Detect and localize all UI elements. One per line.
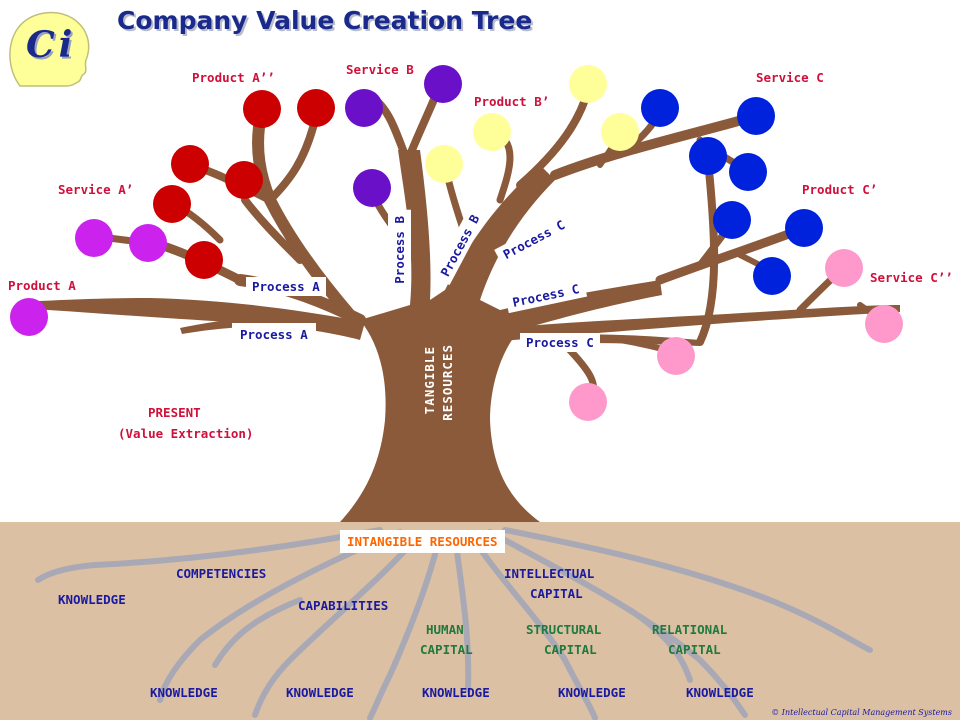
fruit-product-a bbox=[10, 298, 48, 336]
label-knowledge-left: KNOWLEDGE bbox=[58, 592, 126, 607]
label-knowledge-bottom-4: KNOWLEDGE bbox=[558, 685, 626, 700]
branches-right-upper bbox=[550, 106, 886, 404]
label-product-a: Product A bbox=[8, 278, 76, 293]
fruit-red-1 bbox=[185, 241, 223, 279]
fruit-red-3 bbox=[171, 145, 209, 183]
label-knowledge-bottom-5: KNOWLEDGE bbox=[686, 685, 754, 700]
label-structural-capital: CAPITAL bbox=[544, 642, 597, 657]
label-tangible: TANGIBLE bbox=[422, 346, 437, 415]
label-process-c-lower: Process C bbox=[520, 333, 600, 352]
label-service-c: Service C bbox=[756, 70, 824, 85]
label-present: PRESENT bbox=[148, 405, 201, 420]
label-structural: STRUCTURAL bbox=[526, 622, 602, 637]
fruit-pink-4 bbox=[569, 383, 607, 421]
label-value-extraction: (Value Extraction) bbox=[118, 426, 254, 441]
fruit-service-b-2 bbox=[424, 65, 462, 103]
label-human-capital: CAPITAL bbox=[420, 642, 473, 657]
label-service-c-dprime: Service C’’ bbox=[870, 270, 953, 285]
label-intangible-resources: INTANGIBLE RESOURCES bbox=[340, 530, 505, 553]
logo bbox=[9, 11, 90, 87]
fruit-service-b-3 bbox=[353, 169, 391, 207]
label-process-a-upper: Process A bbox=[246, 277, 326, 296]
logo-head-icon bbox=[9, 11, 90, 87]
label-knowledge-bottom-1: KNOWLEDGE bbox=[150, 685, 218, 700]
fruit-service-a-2 bbox=[129, 224, 167, 262]
fruit-blue-6 bbox=[785, 209, 823, 247]
label-relational: RELATIONAL bbox=[652, 622, 728, 637]
label-human: HUMAN bbox=[426, 622, 464, 637]
label-intellectual: INTELLECTUAL bbox=[504, 566, 595, 581]
label-service-b: Service B bbox=[346, 62, 414, 77]
fruit-pink-3 bbox=[657, 337, 695, 375]
copyright-notice: © Intellectual Capital Management System… bbox=[771, 708, 952, 717]
fruits bbox=[10, 65, 903, 421]
fruit-red-2 bbox=[153, 185, 191, 223]
page-title: Company Value Creation Tree bbox=[117, 6, 533, 35]
fruit-pink-2 bbox=[865, 305, 903, 343]
ground bbox=[0, 522, 960, 720]
label-product-c-prime: Product C’ bbox=[802, 182, 878, 197]
label-knowledge-bottom-3: KNOWLEDGE bbox=[422, 685, 490, 700]
fruit-red-6 bbox=[297, 89, 335, 127]
fruit-blue-2 bbox=[737, 97, 775, 135]
roots bbox=[35, 527, 873, 720]
branch-left bbox=[20, 298, 365, 340]
fruit-blue-5 bbox=[713, 201, 751, 239]
fruit-yellow-4 bbox=[601, 113, 639, 151]
fruit-service-b-1 bbox=[345, 89, 383, 127]
label-process-b-vertical: Process B bbox=[388, 210, 411, 290]
fruit-blue-7 bbox=[753, 257, 791, 295]
label-knowledge-bottom-2: KNOWLEDGE bbox=[286, 685, 354, 700]
fruit-yellow-3 bbox=[569, 65, 607, 103]
label-intellectual-capital: CAPITAL bbox=[530, 586, 583, 601]
fruit-blue-3 bbox=[689, 137, 727, 175]
fruit-yellow-1 bbox=[425, 145, 463, 183]
label-competencies: COMPETENCIES bbox=[176, 566, 267, 581]
fruit-yellow-2 bbox=[473, 113, 511, 151]
fruit-pink-1 bbox=[825, 249, 863, 287]
label-capabilities: CAPABILITIES bbox=[298, 598, 389, 613]
fruit-red-5 bbox=[243, 90, 281, 128]
label-service-a-prime: Service A’ bbox=[58, 182, 134, 197]
fruit-red-4 bbox=[225, 161, 263, 199]
fruit-blue-1 bbox=[641, 89, 679, 127]
label-resources: RESOURCES bbox=[440, 344, 455, 421]
branch-right bbox=[480, 305, 900, 342]
label-product-b-prime: Product B’ bbox=[474, 94, 550, 109]
fruit-service-a-1 bbox=[75, 219, 113, 257]
logo-text: Ci bbox=[26, 24, 77, 66]
fruit-blue-4 bbox=[729, 153, 767, 191]
label-process-a-lower: Process A bbox=[232, 323, 316, 346]
label-product-a-dprime: Product A’’ bbox=[192, 70, 275, 85]
label-relational-capital: CAPITAL bbox=[668, 642, 721, 657]
